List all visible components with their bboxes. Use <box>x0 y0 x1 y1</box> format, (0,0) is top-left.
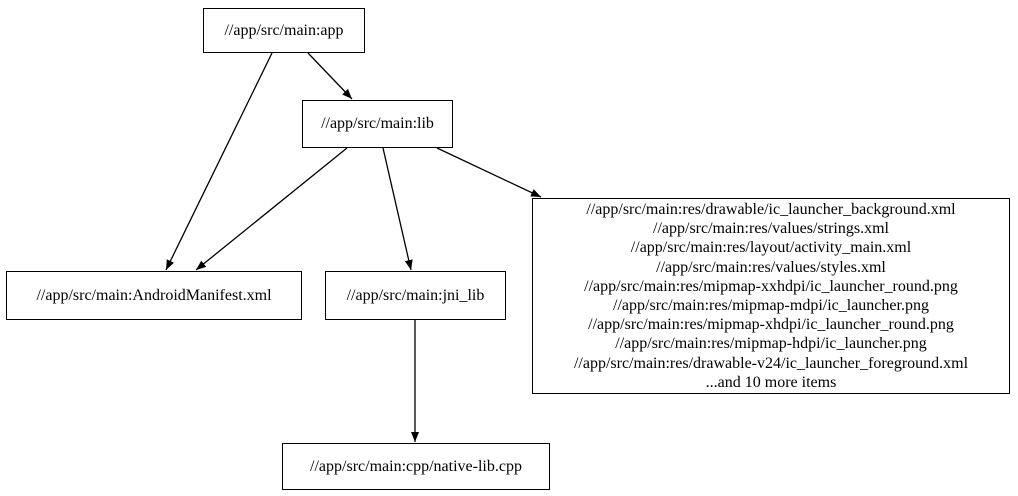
res-file-line: //app/src/main:res/values/strings.xml <box>653 220 889 238</box>
edge-lib-to-res <box>436 147 542 198</box>
graph-node-res-files: //app/src/main:res/drawable/ic_launcher_… <box>532 198 1010 394</box>
graph-node-native-lib-cpp: //app/src/main:cpp/native-lib.cpp <box>282 443 550 490</box>
res-file-line: //app/src/main:res/mipmap-xxhdpi/ic_laun… <box>584 277 958 295</box>
res-file-line: //app/src/main:res/values/styles.xml <box>656 258 886 276</box>
graph-node-jni-lib: //app/src/main:jni_lib <box>325 271 506 320</box>
res-file-line: //app/src/main:res/mipmap-mdpi/ic_launch… <box>613 297 929 314</box>
graph-node-android-manifest: //app/src/main:AndroidManifest.xml <box>6 271 302 320</box>
edge-lib-to-manifest <box>195 147 348 271</box>
graph-node-app-label: //app/src/main:app <box>224 21 344 39</box>
res-file-line: //app/src/main:res/drawable-v24/ic_launc… <box>573 354 969 372</box>
graph-node-lib-label: //app/src/main:lib <box>321 115 434 133</box>
res-file-line: //app/src/main:res/mipmap-hdpi/ic_launch… <box>615 335 927 353</box>
edge-lib-to-jni-lib <box>382 147 413 271</box>
res-file-line: //app/src/main:res/layout/activity_main.… <box>630 239 912 257</box>
res-file-line: //app/src/main:res/drawable/ic_launcher_… <box>586 200 956 218</box>
graph-node-native-lib-cpp-label: //app/src/main:cpp/native-lib.cpp <box>310 457 522 475</box>
edge-app-to-lib <box>307 52 353 100</box>
graph-node-android-manifest-label: //app/src/main:AndroidManifest.xml <box>36 286 272 304</box>
res-file-line: //app/src/main:res/mipmap-xhdpi/ic_launc… <box>588 316 954 334</box>
edge-app-to-manifest <box>165 52 273 271</box>
graph-node-lib: //app/src/main:lib <box>302 100 453 148</box>
graph-node-jni-lib-label: //app/src/main:jni_lib <box>346 286 485 304</box>
res-more-items-line: ...and 10 more items <box>705 373 837 391</box>
graph-node-app: //app/src/main:app <box>203 8 365 53</box>
